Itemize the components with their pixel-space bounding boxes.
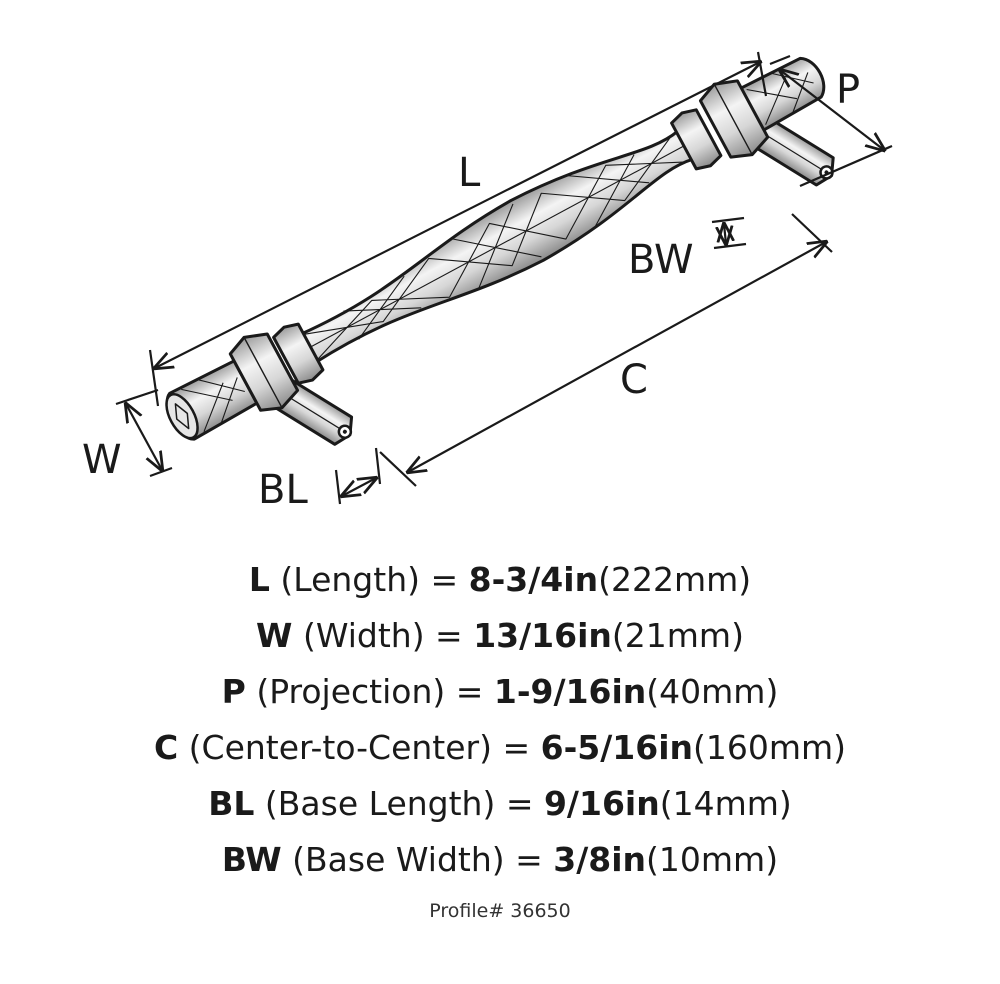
spec-key: L: [248, 560, 270, 599]
spec-description: (Base Width) =: [281, 840, 554, 879]
spec-imperial: 9/16in: [543, 784, 660, 823]
spec-key: BL: [208, 784, 255, 823]
spec-description: (Center-to-Center) =: [178, 728, 541, 767]
spec-metric: (222mm): [598, 560, 752, 599]
label-P: P: [836, 67, 860, 113]
spec-description: (Projection) =: [245, 672, 494, 711]
spec-metric: (21mm): [611, 616, 744, 655]
spec-metric: (10mm): [646, 840, 779, 879]
label-BL: BL: [258, 467, 308, 513]
width-dimension: [115, 388, 173, 478]
spec-key: BW: [221, 840, 282, 879]
spec-imperial: 8-3/4in: [468, 560, 599, 599]
spec-base-width: BW (Base Width) = 3/8in(10mm): [0, 832, 1000, 888]
length-dimension: [148, 51, 768, 407]
cabinet-pull-handle: [165, 56, 835, 446]
label-L: L: [458, 150, 481, 196]
spec-imperial: 13/16in: [473, 616, 612, 655]
spec-description: (Width) =: [292, 616, 474, 655]
dimension-specs: L (Length) = 8-3/4in(222mm) W (Width) = …: [0, 552, 1000, 888]
projection-dimension: [769, 54, 893, 188]
label-W: W: [82, 437, 122, 483]
spec-key: P: [221, 672, 246, 711]
spec-metric: (14mm): [659, 784, 792, 823]
center-to-center-dimension: [379, 213, 833, 487]
label-BW: BW: [628, 237, 694, 283]
handle-dimension-diagram: L P W BL BW C: [82, 51, 893, 513]
spec-key: W: [256, 616, 293, 655]
base-length-dimension: [334, 447, 382, 505]
spec-metric: (40mm): [646, 672, 779, 711]
label-C: C: [620, 357, 648, 403]
base-width-dimension: [711, 216, 747, 250]
spec-imperial: 1-9/16in: [493, 672, 647, 711]
spec-length: L (Length) = 8-3/4in(222mm): [0, 552, 1000, 608]
spec-imperial: 3/8in: [553, 840, 647, 879]
spec-description: (Base Length) =: [254, 784, 544, 823]
spec-key: C: [153, 728, 179, 767]
spec-description: (Length) =: [269, 560, 469, 599]
spec-width: W (Width) = 13/16in(21mm): [0, 608, 1000, 664]
spec-projection: P (Projection) = 1-9/16in(40mm): [0, 664, 1000, 720]
profile-number: Profile# 36650: [429, 900, 571, 922]
spec-imperial: 6-5/16in: [540, 728, 694, 767]
spec-base-length: BL (Base Length) = 9/16in(14mm): [0, 776, 1000, 832]
spec-center-to-center: C (Center-to-Center) = 6-5/16in(160mm): [0, 720, 1000, 776]
spec-metric: (160mm): [693, 728, 847, 767]
